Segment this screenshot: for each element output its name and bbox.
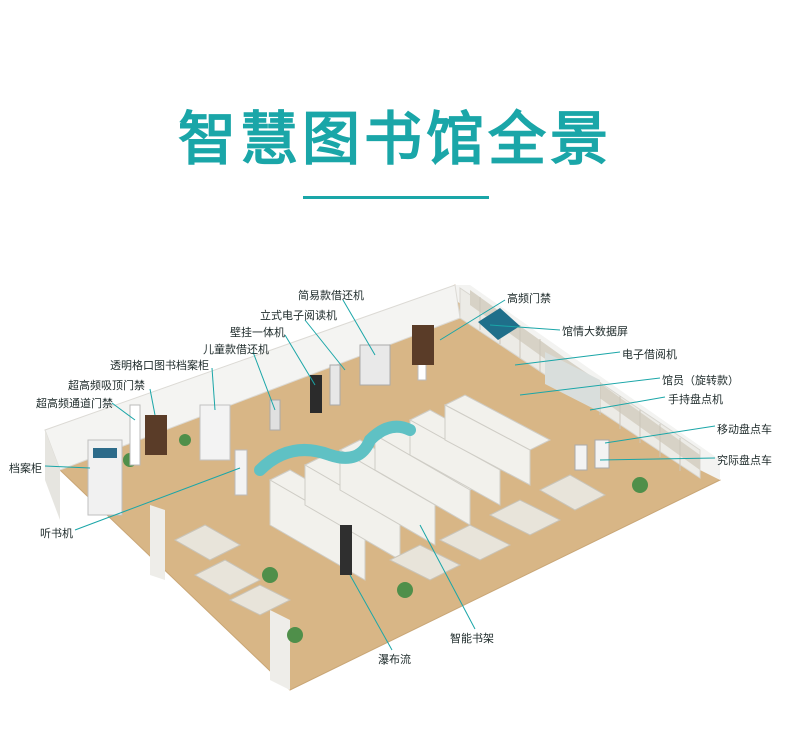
inventory-cart	[574, 444, 588, 471]
reader-kiosk	[329, 364, 341, 406]
page-title: 智慧图书馆全景	[177, 105, 612, 173]
kids-kiosk	[269, 399, 281, 431]
gate-left	[129, 404, 141, 466]
front-partition-left	[150, 505, 165, 580]
label-archive-cabinet: 档案柜	[9, 462, 42, 475]
archive-screen	[93, 448, 117, 458]
data-screen	[478, 308, 520, 340]
front-partition-right	[270, 610, 290, 690]
label-transparent-locker: 透明格口图书档案柜	[110, 359, 209, 372]
label-librarian: 馆员（旋转款）	[662, 374, 739, 387]
leader-lines	[44, 299, 716, 651]
label-smart-shelf: 智能书架	[450, 632, 494, 645]
gate-door	[145, 415, 167, 455]
label-waterfall: 瀑布流	[378, 653, 411, 666]
label-kids-kiosk: 儿童款借还机	[203, 343, 269, 356]
label-simple-kiosk: 简易款借还机	[298, 289, 364, 302]
label-uhf-ceiling-gate: 超高频吸顶门禁	[68, 379, 145, 392]
label-handheld: 手持盘点机	[668, 393, 723, 406]
label-data-screen: 馆情大数据屏	[562, 325, 628, 338]
label-uhf-channel-gate: 超高频通道门禁	[36, 397, 113, 410]
mural-panel	[545, 352, 600, 412]
label-audio-kiosk: 听书机	[40, 527, 73, 540]
audio-kiosk	[234, 449, 248, 496]
label-wall-kiosk: 壁挂一体机	[230, 326, 285, 339]
mobile-cart	[594, 439, 610, 469]
reading-tables	[173, 474, 607, 616]
simple-kiosk	[359, 344, 391, 386]
waterfall-screen	[340, 525, 352, 575]
label-inventory-cart: 究际盘点车	[717, 454, 772, 467]
wall-kiosk	[310, 375, 322, 413]
label-ebook-lender: 电子借阅机	[622, 348, 677, 361]
hf-door	[412, 325, 434, 365]
transparent-locker	[199, 404, 231, 461]
label-standing-reader: 立式电子阅读机	[260, 309, 337, 322]
label-hf-gate: 高频门禁	[507, 292, 551, 305]
title-divider	[303, 196, 489, 199]
left-wall	[45, 430, 60, 520]
label-mobile-cart: 移动盘点车	[717, 423, 772, 436]
curved-sofa	[254, 420, 416, 476]
